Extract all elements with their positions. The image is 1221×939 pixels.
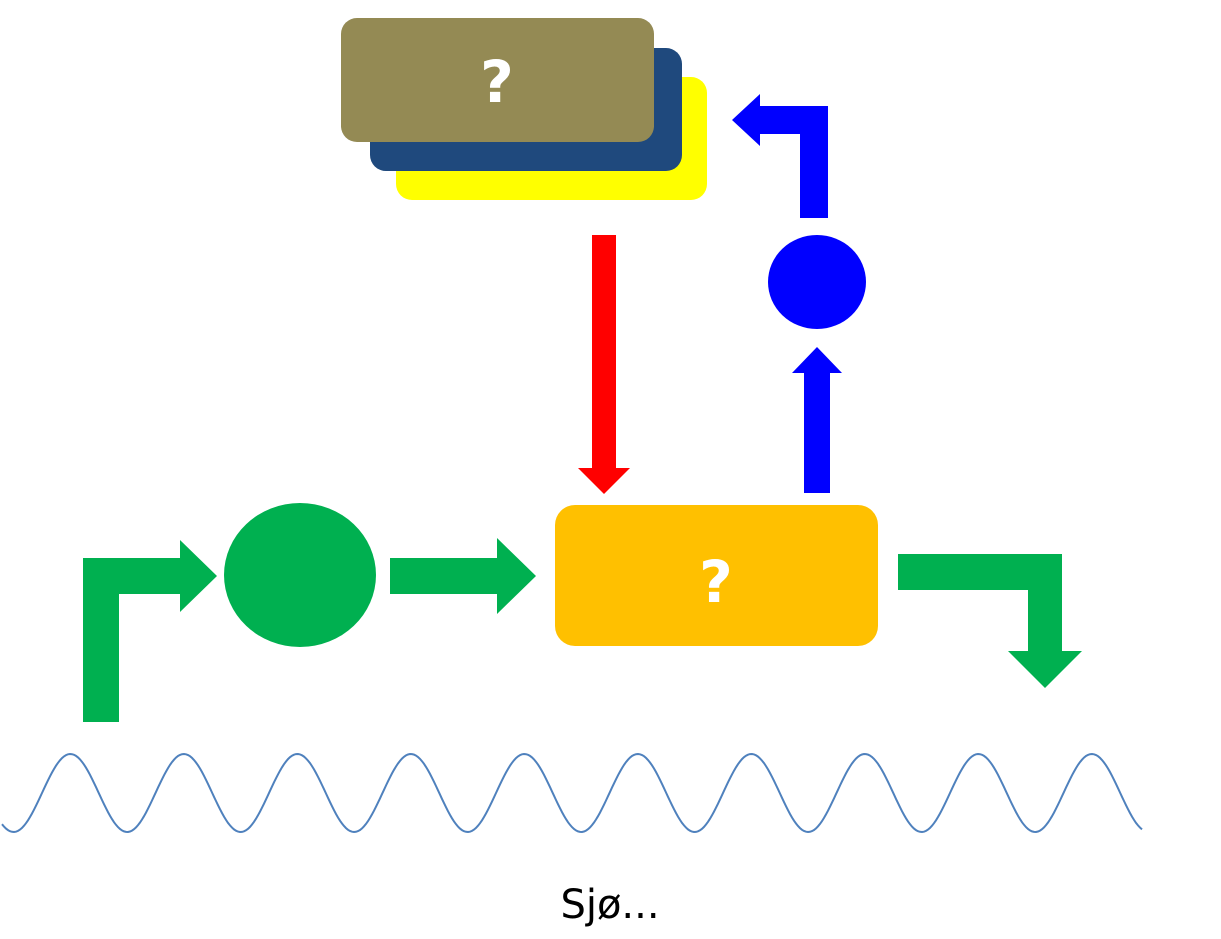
process-box-rect xyxy=(555,505,878,646)
caption-text: Sjø... xyxy=(560,882,659,928)
green-circle xyxy=(224,503,376,647)
green-elbow-arrow-out xyxy=(898,554,1082,688)
stacked-boxes: ? xyxy=(341,18,707,200)
blue-circle xyxy=(768,235,866,329)
sea-wave-line xyxy=(1,752,1143,834)
blue-elbow-arrow xyxy=(732,94,828,218)
green-elbow-arrow-in xyxy=(83,540,217,722)
green-right-arrow xyxy=(390,538,536,614)
red-down-arrow xyxy=(578,235,630,494)
process-box-label: ? xyxy=(699,548,733,616)
blue-up-arrow xyxy=(792,347,842,493)
process-box: ? xyxy=(555,505,878,646)
stack-box-label: ? xyxy=(480,48,514,116)
stack-box-front xyxy=(341,18,654,142)
